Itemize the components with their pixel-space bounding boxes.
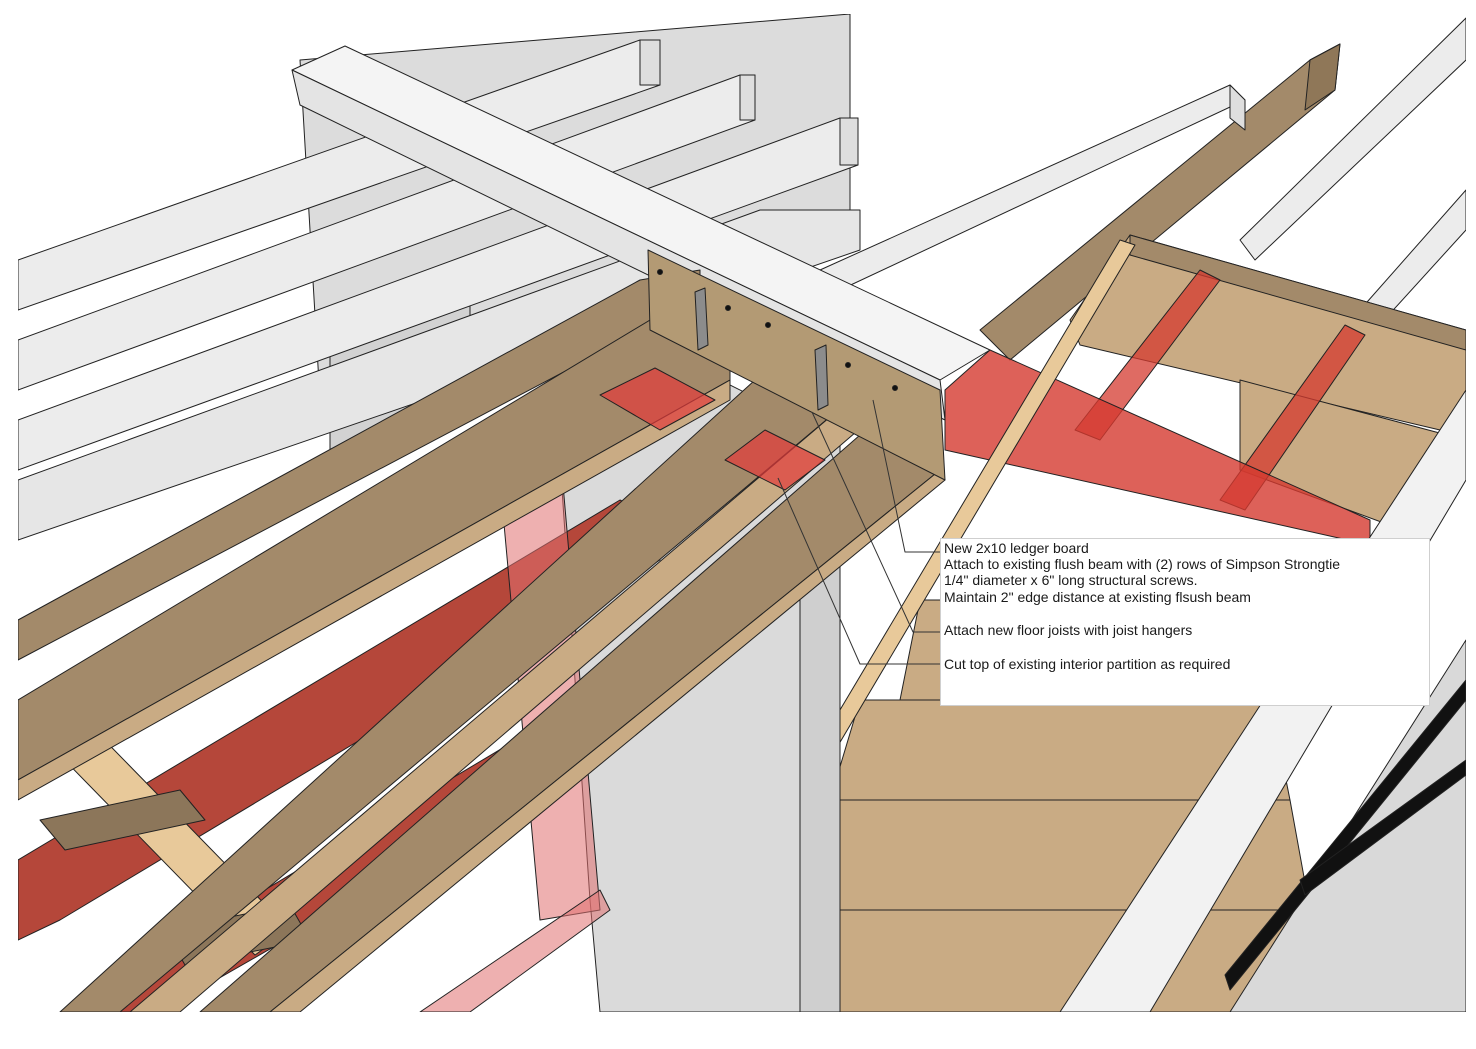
- new-floor-joists: [18, 269, 946, 1012]
- callout-leaders: [777, 399, 944, 665]
- exterior-siding: [1224, 639, 1466, 1012]
- note-partition: Cut top of existing interior partition a…: [944, 656, 1231, 672]
- joist-hanger-2: [814, 344, 829, 411]
- new-ledger-board: [647, 249, 946, 481]
- partition-cut-2: [724, 429, 826, 491]
- joist-hanger-1: [694, 287, 709, 351]
- note-ledger-line2: Attach to existing flush beam with (2) r…: [944, 556, 1341, 572]
- joist-hangers: [694, 287, 829, 411]
- note-ledger-line4: Maintain 2" edge distance at existing fl…: [944, 589, 1251, 605]
- leader-partition: [777, 477, 944, 665]
- leader-hangers: [811, 411, 944, 633]
- existing-right-joists: [819, 17, 1466, 331]
- partition-cut-1: [599, 367, 716, 431]
- note-hangers: Attach new floor joists with joist hange…: [944, 622, 1193, 638]
- note-ledger-line1: New 2x10 ledger board: [944, 540, 1089, 556]
- notes-box: [940, 538, 1430, 706]
- removed-header: [944, 349, 1371, 546]
- leader-ledger: [872, 399, 944, 553]
- note-ledger-line3: 1/4" diameter x 6" long structural screw…: [944, 572, 1198, 588]
